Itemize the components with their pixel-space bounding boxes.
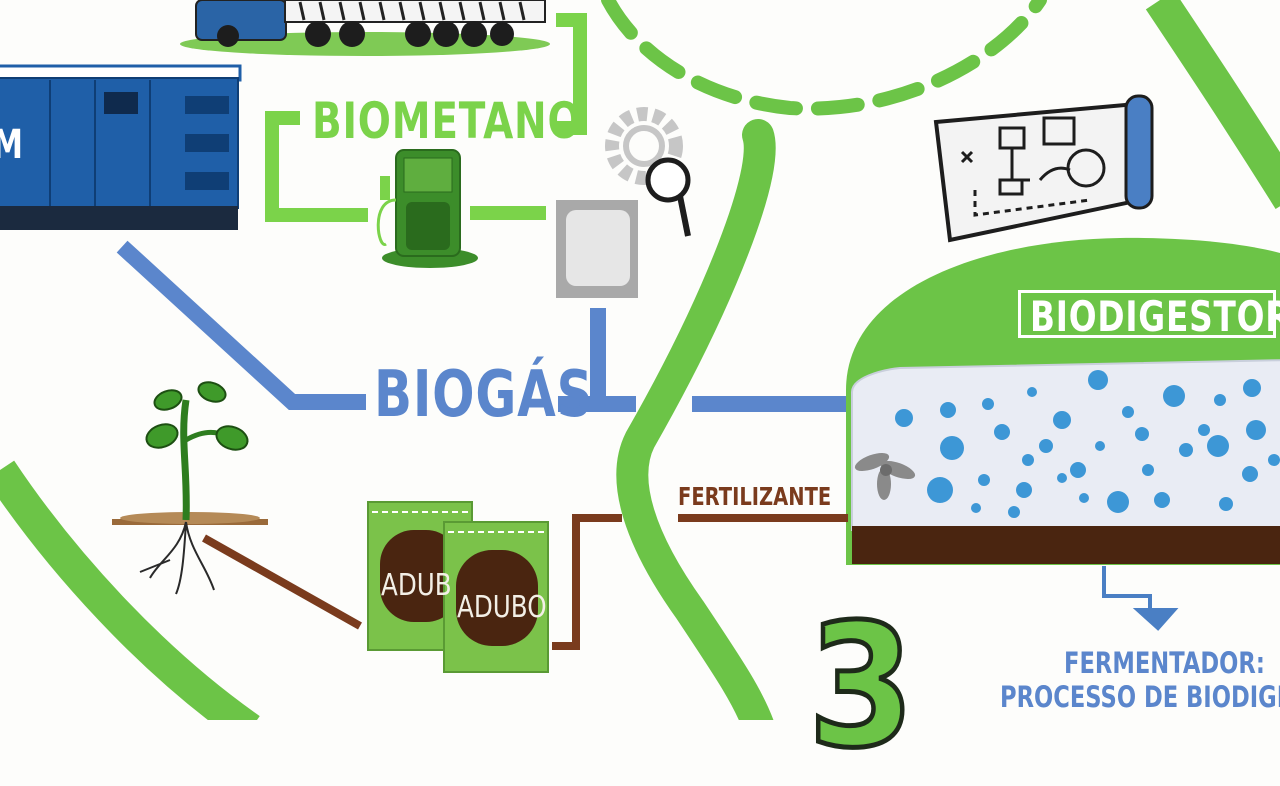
- fertilizante-connectors: [202, 514, 848, 650]
- adubo-bag-label-2: ADUBO: [457, 590, 547, 625]
- biodigester-bubbles: [895, 370, 1280, 518]
- generator-badge-text: M: [0, 122, 23, 168]
- biometano-label: BIOMETANO: [312, 92, 582, 150]
- fertilizer-bag-icon: [367, 501, 549, 673]
- plant-icon: [112, 381, 268, 595]
- green-divider-line: [616, 119, 776, 720]
- fan-icon: [854, 452, 916, 500]
- biometano-connectors: [265, 13, 587, 222]
- fermentador-label-line2: PROCESSO DE BIODIGEST: [1000, 680, 1280, 714]
- fermentador-arrow-icon: [1102, 566, 1179, 631]
- biogas-connectors: [116, 240, 854, 412]
- diagram-canvas: [0, 0, 1280, 720]
- biodigestor-label: BIODIGESTOR: [1030, 292, 1280, 341]
- generator-icon: [0, 64, 242, 230]
- step-number: 3: [806, 586, 917, 786]
- fertilizante-label: FERTILIZANTE: [678, 482, 832, 511]
- dashed-circle-top: [601, 0, 1047, 116]
- blueprint-icon: [933, 94, 1154, 243]
- green-curve-right-top: [1145, 0, 1280, 210]
- adubo-bag-label-1: ADUB: [381, 568, 452, 603]
- fuel-pump-icon: [376, 149, 478, 268]
- biogas-label: BIOGÁS: [374, 358, 594, 432]
- gear-magnifier-icon: [605, 107, 691, 237]
- green-curve-left: [0, 460, 260, 720]
- truck-icon: [180, 0, 550, 56]
- fermentador-label-line1: FERMENTADOR:: [1064, 646, 1265, 680]
- biodigester-icon: [846, 237, 1280, 565]
- filter-icon: [556, 200, 638, 298]
- biodigestor-badge-frame: [1018, 290, 1276, 338]
